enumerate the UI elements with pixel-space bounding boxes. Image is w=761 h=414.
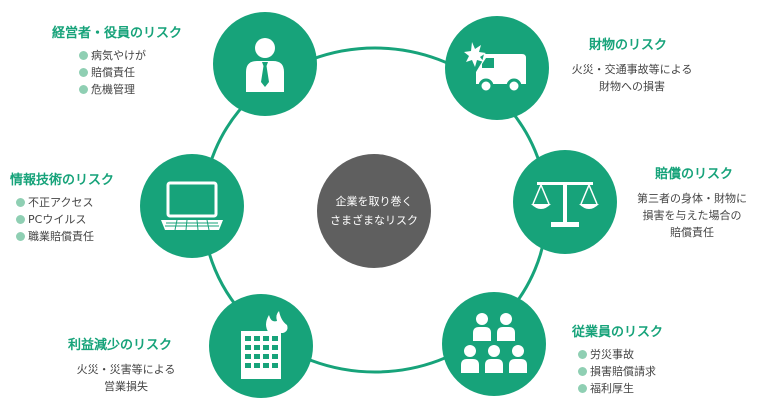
liability-risk-title: 賠償のリスク: [655, 167, 734, 182]
businessman-icon: [246, 38, 284, 92]
liability-risk-desc-2: 損害を与えた場合の: [642, 209, 742, 222]
list-item: 危機管理: [79, 81, 182, 98]
scales-icon: [531, 182, 599, 227]
profit-risk-desc-1: 火災・災害等による: [76, 363, 176, 376]
profit-risk-title: 利益減少のリスク: [68, 338, 173, 353]
employee-risk-node: [442, 292, 546, 396]
liability-risk-desc-1: 第三者の身体・財物に: [637, 192, 747, 205]
executive-risk-label: 経営者・役員のリスク 病気やけが 賠償責任 危機管理: [52, 25, 182, 98]
list-item: 職業賠償責任: [16, 228, 114, 245]
property-risk-node: [445, 16, 549, 120]
burning-building-icon: [241, 311, 288, 379]
employee-risk-title: 従業員のリスク: [572, 325, 664, 340]
list-item: 福利厚生: [578, 380, 663, 397]
property-risk-desc-2: 財物への損害: [599, 80, 665, 93]
executive-risk-node: [213, 12, 317, 116]
center-circle: 企業を取り巻く さまざまなリスク: [317, 154, 431, 268]
center-line-2: さまざまなリスク: [330, 214, 418, 227]
center-line-1: 企業を取り巻く: [335, 195, 413, 208]
profit-risk-node: [209, 294, 313, 398]
liability-risk-label: 賠償のリスク 第三者の身体・財物に 損害を与えた場合の 賠償責任: [627, 166, 757, 241]
list-item: 病気やけが: [79, 47, 182, 64]
property-risk-label: 財物のリスク 火災・交通事故等による 財物への損害: [557, 37, 707, 95]
executive-risk-list: 病気やけが 賠償責任 危機管理: [79, 47, 182, 98]
it-risk-title: 情報技術のリスク: [10, 173, 115, 188]
property-risk-desc-1: 火災・交通事故等による: [571, 63, 693, 76]
truck-crash-icon: [464, 42, 526, 94]
laptop-icon: [161, 181, 223, 231]
list-item: 労災事故: [578, 346, 663, 363]
it-risk-label: 情報技術のリスク 不正アクセス PCウイルス 職業賠償責任: [10, 172, 114, 245]
employee-risk-list: 労災事故 損害賠償請求 福利厚生: [578, 346, 663, 397]
liability-risk-node: [513, 150, 617, 254]
it-risk-list: 不正アクセス PCウイルス 職業賠償責任: [16, 194, 114, 245]
list-item: 損害賠償請求: [578, 363, 663, 380]
executive-risk-title: 経営者・役員のリスク: [52, 26, 183, 41]
list-item: PCウイルス: [16, 211, 114, 228]
liability-risk-desc-3: 賠償責任: [670, 226, 714, 239]
group-people-icon: [461, 313, 527, 373]
list-item: 不正アクセス: [16, 194, 114, 211]
employee-risk-label: 従業員のリスク 労災事故 損害賠償請求 福利厚生: [572, 324, 663, 397]
it-risk-node: [140, 154, 244, 258]
property-risk-title: 財物のリスク: [589, 38, 668, 53]
list-item: 賠償責任: [79, 64, 182, 81]
profit-risk-label: 利益減少のリスク 火災・災害等による 営業損失: [56, 337, 196, 395]
profit-risk-desc-2: 営業損失: [104, 380, 148, 393]
